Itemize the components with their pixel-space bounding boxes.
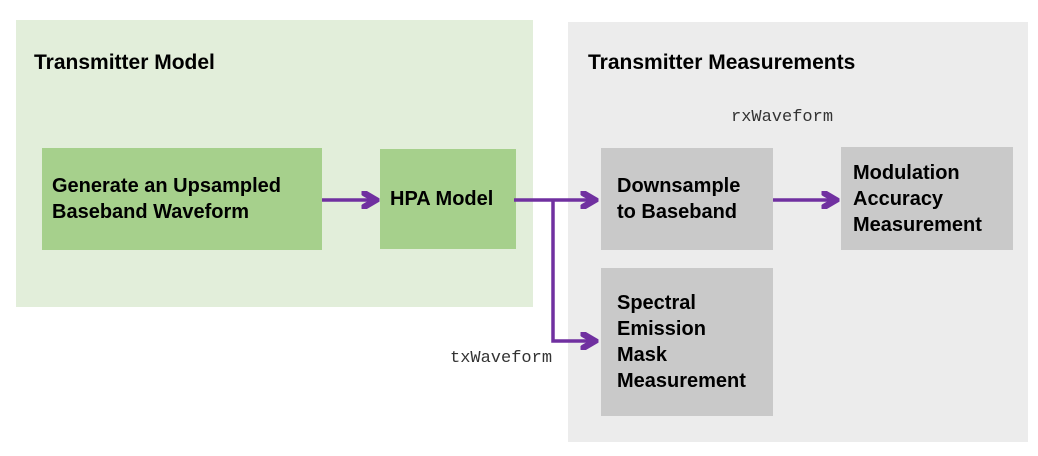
block-text-line: Accuracy [853, 187, 944, 210]
panel-transmitter-model: Transmitter Model Generate an Upsampled … [16, 20, 533, 307]
block-text-line: Measurement [853, 213, 982, 236]
block-text-line: Emission [617, 318, 706, 340]
block-spectral-emission-mask-measurement: Spectral Emission Mask Measurement [601, 268, 773, 416]
block-modulation-accuracy-measurement: Modulation Accuracy Measurement [841, 147, 1013, 250]
block-text-line: Downsample [617, 175, 741, 197]
transmitter-measurements-title: Transmitter Measurements [588, 51, 856, 74]
transmitter-model-title: Transmitter Model [34, 51, 215, 74]
rx-waveform-label: rxWaveform [731, 108, 834, 127]
block-text-line: Measurement [617, 370, 746, 392]
block-text-line: Generate an Upsampled [52, 175, 281, 197]
block-text-line: Baseband Waveform [52, 201, 250, 223]
block-text-line: Mask [617, 344, 668, 366]
block-downsample-to-baseband: Downsample to Baseband [601, 148, 773, 250]
block-text-line: to Baseband [617, 201, 738, 223]
block-hpa-model: HPA Model [380, 149, 516, 249]
tx-waveform-label: txWaveform [450, 349, 553, 368]
panel-transmitter-measurements: Transmitter Measurements Downsample to B… [568, 22, 1028, 442]
block-generate-upsampled-baseband-waveform: Generate an Upsampled Baseband Waveform [42, 148, 322, 250]
block-text-line: Modulation [853, 161, 960, 184]
block-text-line: HPA Model [390, 188, 494, 210]
block-text-line: Spectral [617, 292, 696, 314]
